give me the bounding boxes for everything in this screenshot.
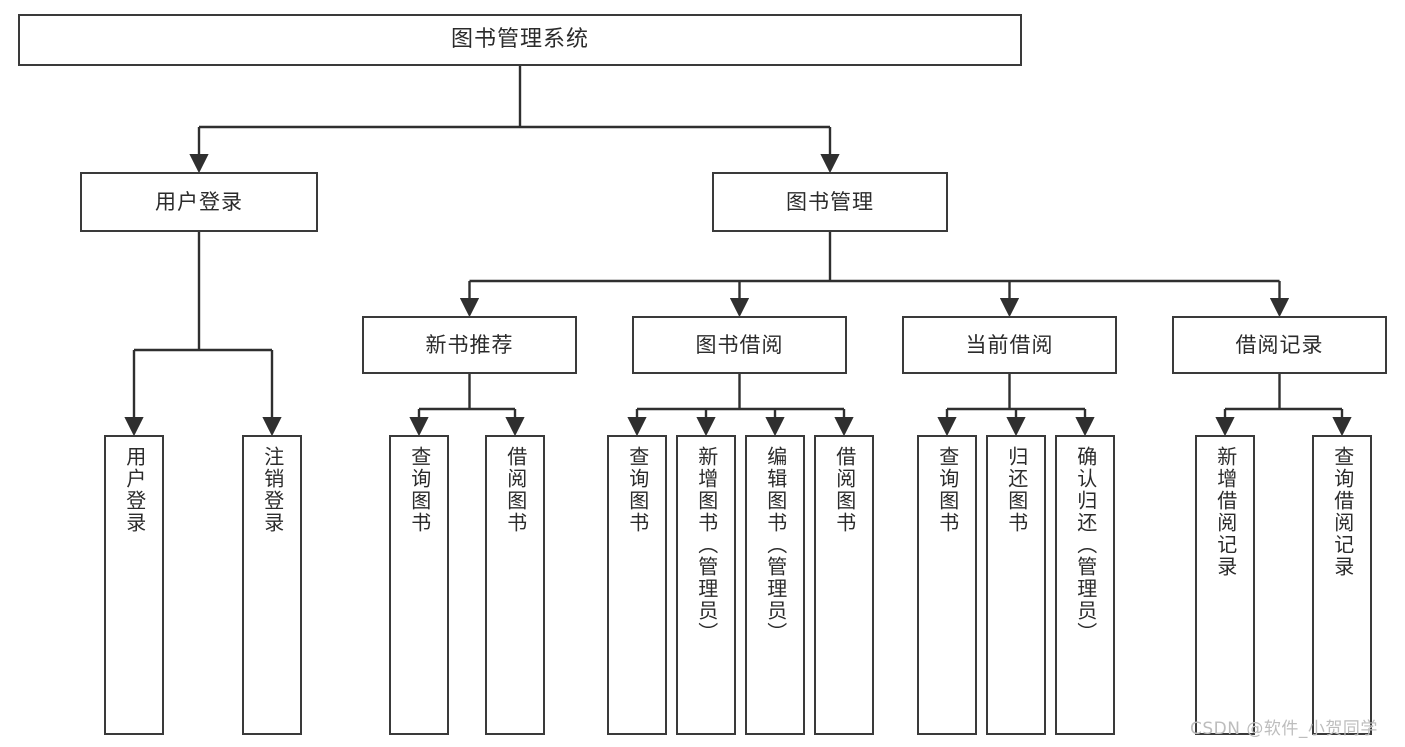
node-label: 新增图书（管理员）: [694, 446, 719, 644]
node-borrow-records[interactable]: 借阅记录: [1172, 316, 1387, 374]
node-leaf-user-logout[interactable]: 注销登录: [242, 435, 302, 735]
node-book-borrow[interactable]: 图书借阅: [632, 316, 847, 374]
node-label: 用户登录: [155, 189, 243, 214]
node-leaf-query-book-current[interactable]: 查询图书: [917, 435, 977, 735]
node-label: 确认归还（管理员）: [1073, 446, 1098, 644]
node-label: 注销登录: [260, 446, 285, 534]
node-label: 图书管理系统: [450, 27, 589, 53]
node-root[interactable]: 图书管理系统: [18, 14, 1022, 66]
node-leaf-edit-book-admin[interactable]: 编辑图书（管理员）: [745, 435, 805, 735]
node-leaf-add-borrow-record[interactable]: 新增借阅记录: [1195, 435, 1255, 735]
node-label: 查询图书: [407, 446, 432, 534]
node-label: 查询图书: [935, 446, 960, 534]
node-leaf-query-book-recommend[interactable]: 查询图书: [389, 435, 449, 735]
node-label: 借阅记录: [1235, 332, 1324, 357]
node-leaf-borrow-book[interactable]: 借阅图书: [814, 435, 874, 735]
node-label: 图书借阅: [695, 332, 784, 357]
node-label: 编辑图书（管理员）: [763, 446, 788, 644]
node-label: 借阅图书: [832, 446, 857, 534]
node-leaf-return-book[interactable]: 归还图书: [986, 435, 1046, 735]
node-new-book-recommend[interactable]: 新书推荐: [362, 316, 577, 374]
node-label: 图书管理: [786, 189, 874, 214]
node-leaf-borrow-book-recommend[interactable]: 借阅图书: [485, 435, 545, 735]
node-label: 归还图书: [1004, 446, 1029, 534]
node-label: 新书推荐: [425, 332, 514, 357]
node-label: 用户登录: [122, 446, 147, 534]
node-leaf-user-login[interactable]: 用户登录: [104, 435, 164, 735]
node-current-borrow[interactable]: 当前借阅: [902, 316, 1117, 374]
node-leaf-query-borrow-record[interactable]: 查询借阅记录: [1312, 435, 1372, 735]
node-label: 查询图书: [625, 446, 650, 534]
node-leaf-query-book-borrow[interactable]: 查询图书: [607, 435, 667, 735]
node-label: 借阅图书: [503, 446, 528, 534]
node-label: 新增借阅记录: [1213, 446, 1238, 578]
node-user-login[interactable]: 用户登录: [80, 172, 318, 232]
node-label: 查询借阅记录: [1330, 446, 1355, 578]
node-leaf-add-book-admin[interactable]: 新增图书（管理员）: [676, 435, 736, 735]
node-book-manage[interactable]: 图书管理: [712, 172, 948, 232]
node-label: 当前借阅: [965, 332, 1054, 357]
csdn-watermark: CSDN @软件_小贺同学: [1190, 719, 1378, 739]
node-leaf-confirm-return-admin[interactable]: 确认归还（管理员）: [1055, 435, 1115, 735]
